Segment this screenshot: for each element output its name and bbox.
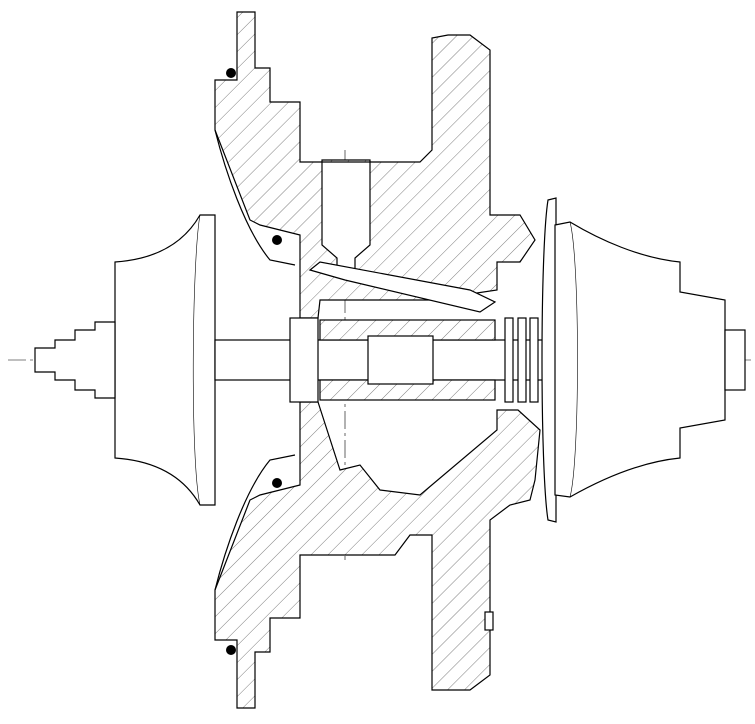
o-ring-upper-inner — [272, 235, 282, 245]
bearing-center — [367, 335, 434, 385]
thrust-collar — [289, 317, 319, 403]
turbine-hub-line — [569, 221, 578, 498]
compressor-wheel — [114, 214, 216, 506]
oil-drill-passage — [308, 261, 497, 313]
compressor-backplate-upper — [214, 129, 296, 266]
o-ring-lower-inner — [272, 478, 282, 488]
seal-ring-1 — [504, 317, 514, 403]
o-ring-bottom — [226, 645, 236, 655]
turbine-nut — [724, 329, 746, 391]
compressor-backplate-lower — [214, 454, 296, 591]
locating-pin — [484, 611, 494, 631]
bearing-housing-lower — [214, 401, 541, 709]
o-ring-top — [226, 68, 236, 78]
seal-ring-3 — [529, 317, 539, 403]
seal-ring-2 — [517, 317, 527, 403]
bearing-housing-upper — [214, 11, 536, 319]
heat-shield — [541, 197, 557, 523]
turbine-wheel — [554, 221, 726, 498]
compressor-hub-line — [192, 214, 201, 506]
compressor-nut — [34, 321, 116, 399]
